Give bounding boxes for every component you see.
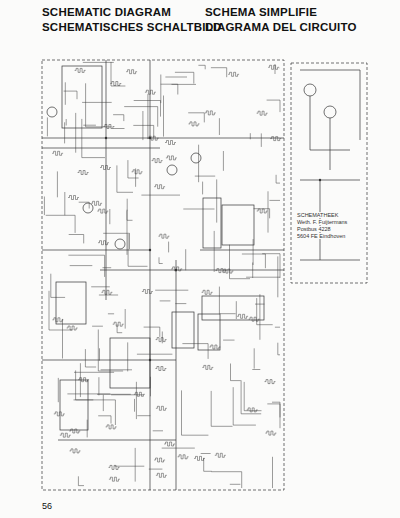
stamp-text: Weth. F. Fuijtermans (296, 219, 348, 225)
wiring (44, 62, 281, 488)
ic-block (202, 296, 264, 320)
ic-block (203, 198, 221, 248)
transistor-symbol (324, 106, 336, 118)
transistor-symbol (167, 165, 177, 175)
stamp-text: Postbus 4228 (296, 226, 332, 232)
transistor-symbol (304, 84, 316, 96)
ic-block (222, 205, 254, 245)
transistor-symbol (83, 203, 93, 213)
stamp-text: 5604 FE Eindhoven (296, 233, 346, 239)
wire (44, 62, 281, 488)
main-board-outline (42, 60, 284, 490)
heading: DIAGRAMA DEL CIRCUITO (205, 21, 357, 33)
ic-block (172, 312, 194, 348)
ic-block (198, 314, 220, 350)
junction-dots (105, 137, 321, 361)
sub-board-outline (291, 63, 367, 283)
ic-block (56, 282, 86, 324)
ic-block (110, 338, 150, 388)
heading: SCHEMATIC DIAGRAM (42, 6, 171, 18)
transistor-symbol (115, 239, 125, 249)
heading: SCHEMATISCHES SCHALTBILD (42, 21, 221, 33)
transistor-symbol (47, 107, 57, 117)
stamp-text: SCHEMATHEEK (296, 212, 339, 218)
heading: SCHEMA SIMPLIFIE (205, 6, 317, 18)
ic-block (60, 380, 88, 430)
transistor-symbol (191, 153, 201, 163)
page-number: 56 (42, 501, 52, 511)
wire (42, 60, 284, 490)
ic-block (62, 66, 102, 128)
